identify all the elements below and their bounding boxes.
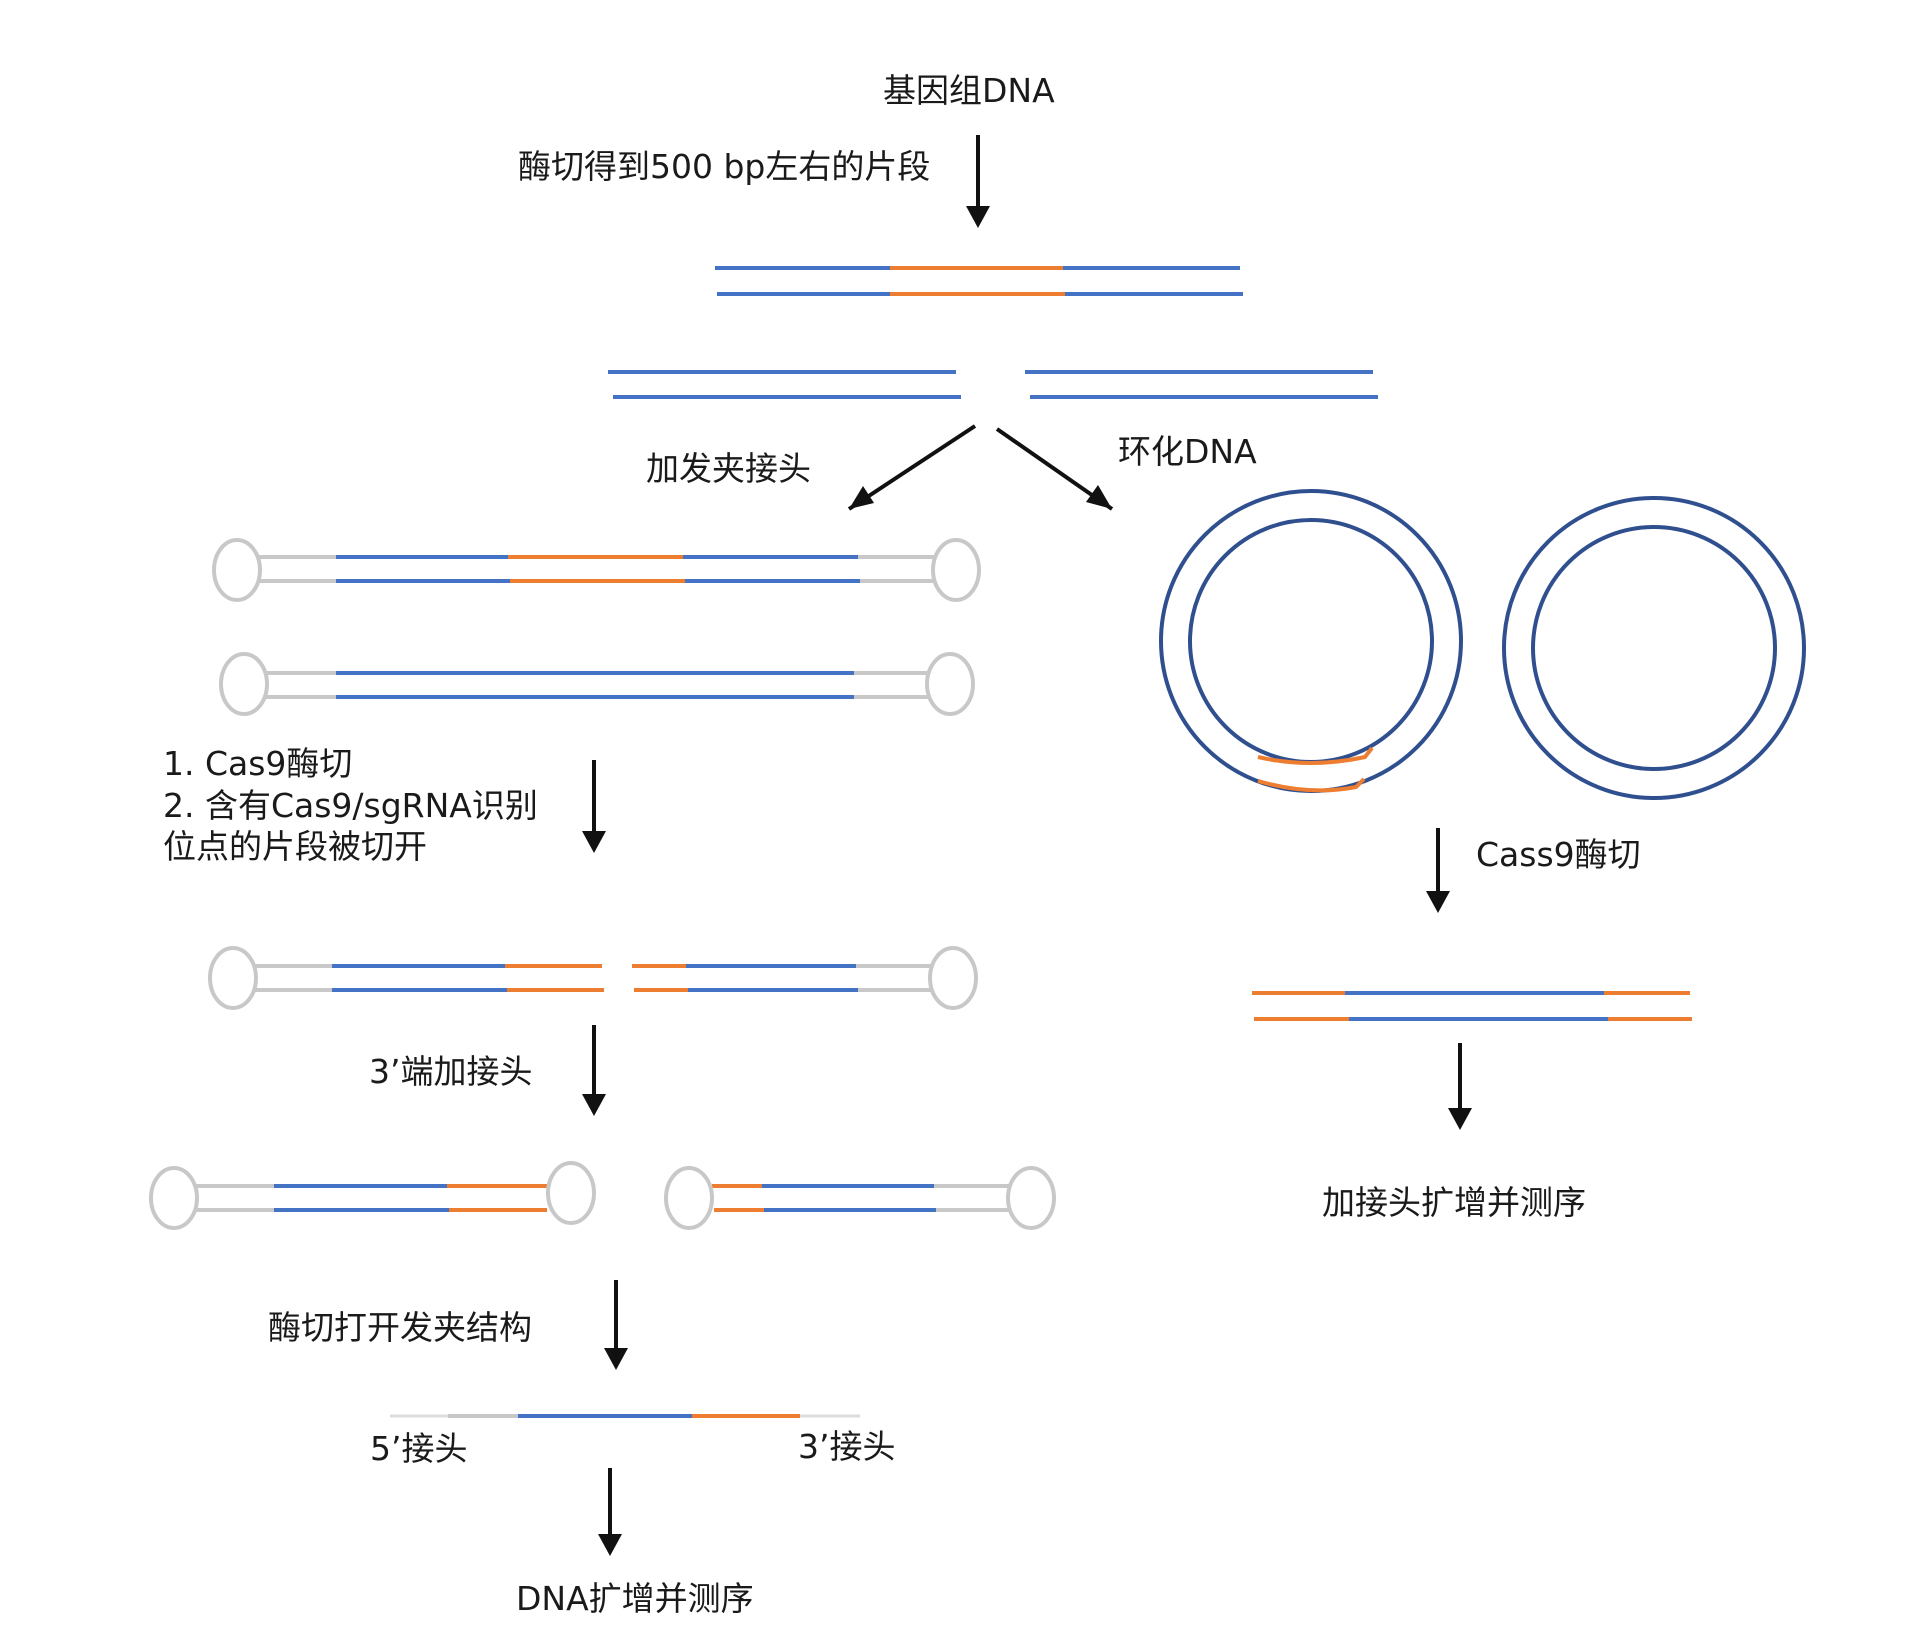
- arrow-to-hairpin-head: [849, 486, 874, 509]
- label-cass9-digest: Cass9酶切: [1476, 835, 1641, 874]
- hairpin-construct-cut: [208, 946, 978, 1010]
- label-adapter-amplify-seq: 加接头扩增并测序: [1322, 1183, 1586, 1222]
- hairpin-loop: [546, 1161, 596, 1225]
- arrow-to-hairpin: [847, 424, 977, 511]
- label-cas9-step1: 1. Cas9酶切: [163, 744, 353, 783]
- arrow-down-6: [1426, 828, 1450, 913]
- hairpin-loop: [149, 1166, 199, 1230]
- hairpin-loop: [212, 538, 262, 602]
- hairpin-construct-plain: [219, 652, 975, 716]
- label-cas9-step3: 位点的片段被切开: [163, 827, 427, 866]
- linearized-fragment: [1252, 991, 1692, 1021]
- hairpin-loop: [925, 652, 975, 716]
- hairpin-loop: [1006, 1166, 1056, 1230]
- arrow-down-5: [598, 1468, 622, 1556]
- label-genomic-dna: 基因组DNA: [883, 71, 1055, 110]
- label-digest-500bp: 酶切得到500 bp左右的片段: [518, 147, 931, 186]
- dna-fragment-plain-left: [608, 370, 961, 399]
- label-cas9-step2: 2. 含有Cas9/sgRNA识别: [163, 786, 538, 825]
- arrow-down-1: [966, 135, 990, 228]
- arrow-down-7: [1448, 1043, 1472, 1130]
- label-5prime-adapter: 5’接头: [370, 1429, 468, 1468]
- label-dna-amplify-seq: DNA扩增并测序: [516, 1579, 754, 1618]
- arrow-to-circularize-head: [1086, 485, 1112, 509]
- arrow-down-2: [582, 760, 606, 853]
- hairpin-loop: [664, 1166, 714, 1230]
- label-add-hairpin: 加发夹接头: [646, 449, 811, 488]
- circular-dna-with-target: [1159, 489, 1463, 793]
- adapter-construct-right: [664, 1166, 1056, 1230]
- hairpin-loop: [928, 946, 978, 1010]
- arrow-down-4: [604, 1280, 628, 1370]
- dna-fragment-plain-right: [1025, 370, 1378, 399]
- hairpin-loop: [208, 946, 258, 1010]
- label-open-hairpin: 酶切打开发夹结构: [268, 1308, 532, 1347]
- hairpin-construct-with-target: [212, 538, 981, 602]
- hairpin-loop: [931, 538, 981, 602]
- adapter-construct-left: [149, 1161, 596, 1230]
- arrow-down-3: [582, 1025, 606, 1116]
- circular-dna-plain: [1502, 496, 1806, 800]
- label-add-3prime-adapter: 3’端加接头: [369, 1052, 533, 1091]
- label-3prime-adapter: 3’接头: [798, 1427, 896, 1466]
- label-circularize: 环化DNA: [1118, 432, 1257, 471]
- target-region: [1257, 777, 1366, 793]
- target-region: [1257, 746, 1374, 765]
- hairpin-loop: [219, 652, 269, 716]
- dna-fragment-with-target: [715, 266, 1243, 296]
